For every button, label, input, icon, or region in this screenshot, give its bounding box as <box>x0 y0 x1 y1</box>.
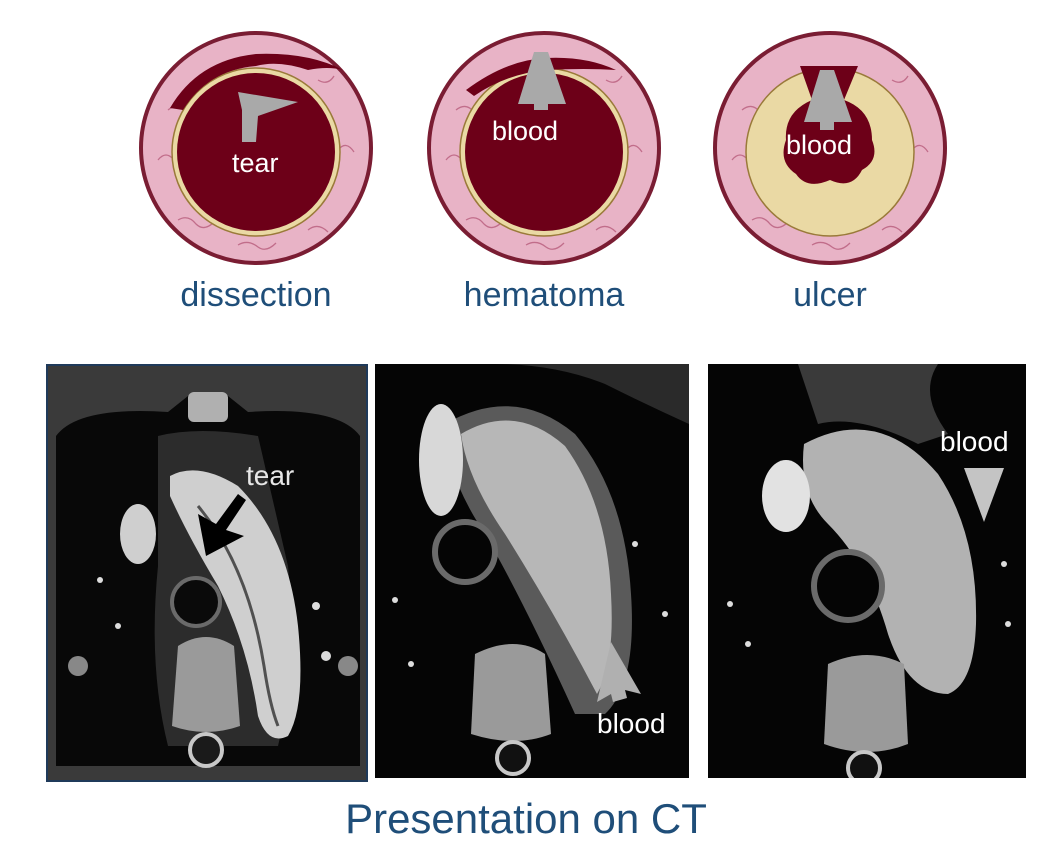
ct-image-dissection: tear <box>46 364 368 782</box>
dissection-caption: dissection <box>180 276 332 314</box>
dissection-diagram: tear <box>138 30 374 266</box>
tear-label-ct: tear <box>246 460 295 491</box>
blood-label-ct-hematoma: blood <box>597 708 666 739</box>
hematoma-caption: hematoma <box>463 276 625 314</box>
ulcer-diagram: blood <box>712 30 948 266</box>
blood-label-ct-ulcer: blood <box>940 426 1009 457</box>
footer-title: Presentation on CT <box>345 795 707 842</box>
ct-image-hematoma: blood <box>375 364 689 778</box>
blood-label-hematoma: blood <box>492 116 559 146</box>
tear-label: tear <box>232 148 279 178</box>
blood-label-ulcer: blood <box>786 130 853 160</box>
ct-image-ulcer: blood <box>708 364 1026 778</box>
hematoma-diagram: blood <box>426 30 662 266</box>
ulcer-caption: ulcer <box>793 276 867 314</box>
